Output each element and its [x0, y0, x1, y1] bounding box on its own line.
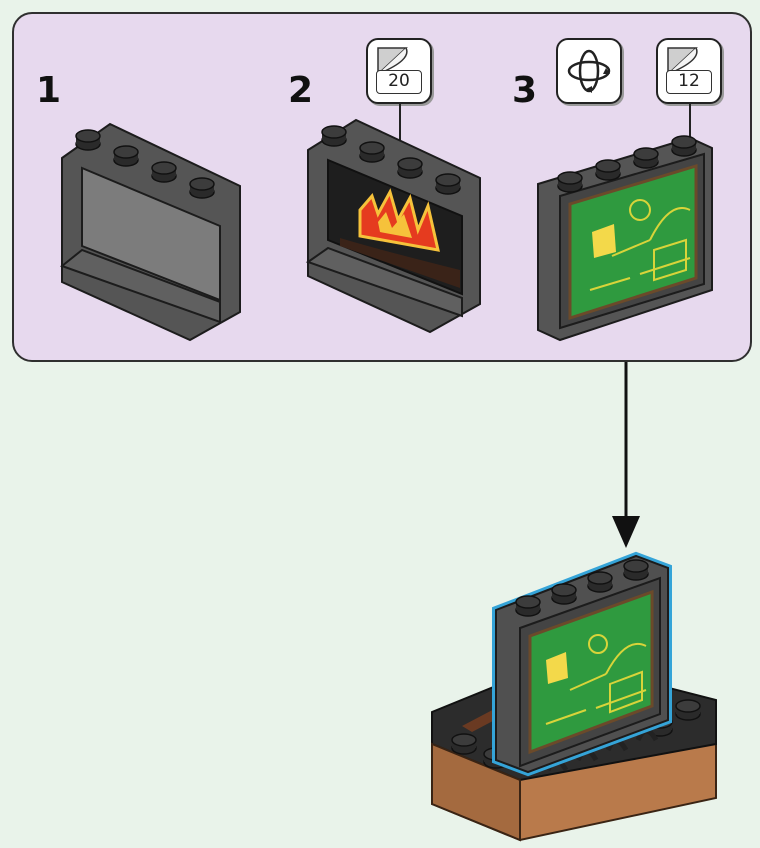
rotate-callout [556, 38, 622, 104]
step-number-2: 2 [288, 70, 314, 111]
panel-piece-fire [305, 118, 481, 334]
assembly-model [431, 551, 717, 842]
panel-piece-screen [537, 135, 713, 342]
sticker-count-20: 20 [376, 70, 422, 94]
step-number-3: 3 [512, 70, 538, 111]
down-arrow-icon [612, 362, 640, 548]
sticker-count-12: 12 [666, 70, 712, 94]
sticker-callout-20: 20 [366, 38, 432, 104]
sticker-callout-12: 12 [656, 38, 722, 104]
rotate-icon [567, 49, 611, 93]
step-number-1: 1 [36, 70, 62, 111]
panel-piece-plain [59, 122, 241, 342]
